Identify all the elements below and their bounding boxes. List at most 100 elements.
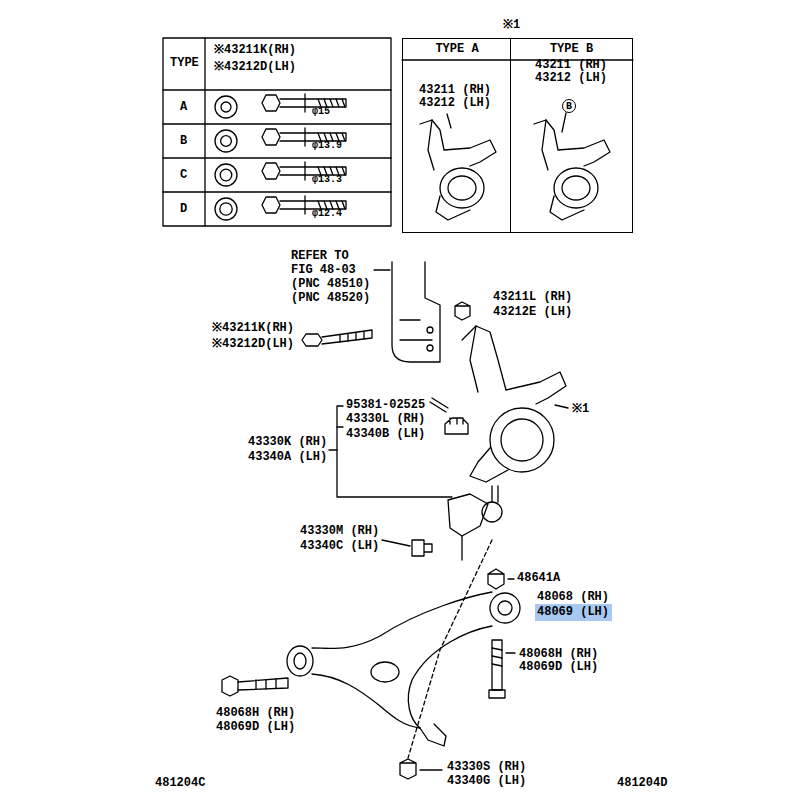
bolt-table-grid [163, 38, 391, 226]
table-icon-part [330, 99, 333, 107]
table-icon-part [221, 102, 231, 112]
node-heading: TYPE A [403, 43, 511, 56]
knuckle-type-a [420, 114, 496, 220]
table-icon-part [280, 99, 346, 107]
table-icon-part [262, 129, 280, 145]
leader-line [506, 652, 515, 653]
camber-bolt [302, 330, 372, 346]
cotter-pin [430, 398, 448, 412]
table-icon-part [324, 167, 327, 175]
part-label: φ13.9 [312, 140, 342, 151]
type-panel: TYPE A 43211 (RH) 43212 (LH) [403, 39, 511, 232]
table-icon-part [336, 201, 339, 209]
table-icon-part [318, 167, 321, 175]
table-icon-part [324, 99, 327, 107]
table-icon-part [304, 196, 305, 214]
part-label: 481204D [617, 777, 667, 790]
strut [374, 262, 440, 362]
table-icon-part [304, 94, 305, 112]
table-icon-part [324, 201, 327, 209]
table-icon-part [304, 128, 305, 146]
table-icon-part [336, 133, 339, 141]
nut [455, 302, 470, 320]
part-label: 43340C (LH) [300, 540, 379, 553]
bolt [222, 676, 288, 696]
part-label: φ15 [312, 106, 330, 117]
part-label: 48068H (RH) [519, 648, 598, 661]
bolt [489, 640, 505, 698]
part-label: FIG 48-03 [291, 264, 356, 277]
table-icon-part [220, 203, 232, 215]
table-icon-part [318, 133, 321, 141]
nut [488, 569, 514, 589]
axis-line [408, 540, 492, 758]
table-icon-part [342, 133, 345, 141]
part-label: 43330M (RH) [300, 525, 379, 538]
table-icon-part [342, 167, 345, 175]
table-icon-part [280, 133, 346, 141]
part-label: 43212E (LH) [493, 306, 572, 319]
lower-arm [287, 592, 520, 746]
node-heading: 48069 (LH) [537, 606, 609, 619]
bracket [329, 406, 452, 497]
part-label: TYPE [170, 57, 199, 70]
table-icon-part [215, 198, 237, 220]
part-label: 43211 (RH) 43212 (LH) [535, 59, 619, 85]
part-label: 43330L (RH) [346, 413, 425, 426]
part-label: ※43212D(LH) [212, 338, 294, 351]
node-heading: TYPE B [511, 43, 632, 56]
part-label: 95381-02525 [346, 399, 425, 412]
node-heading: ※1 [503, 19, 520, 32]
part-label: 481204C [155, 777, 205, 790]
part-label: ※1 [572, 403, 589, 416]
table-icon-part [221, 136, 232, 147]
table-icon-part [330, 167, 333, 175]
table-icon-part [324, 133, 327, 141]
castle-nut [445, 418, 468, 434]
table-icon-part [318, 201, 321, 209]
part-label: (PNC 48510) [291, 278, 370, 291]
table-icon-part [220, 169, 232, 181]
table-icon-part [342, 99, 345, 107]
part-label: 43330S (RH) [447, 761, 526, 774]
part-label: A [180, 101, 187, 114]
part-label: 43340B (LH) [346, 428, 425, 441]
part-label: 48068 (RH) [537, 591, 609, 604]
table-icon-part [280, 201, 346, 209]
bolt [382, 540, 432, 556]
part-label: D [180, 203, 187, 216]
part-label: ※43211K(RH) [212, 322, 294, 335]
part-label: 43330K (RH) [248, 436, 327, 449]
table-icon-part [215, 130, 237, 152]
table-icon-part [262, 197, 280, 213]
part-label: 43340G (LH) [447, 775, 526, 788]
part-label: 43211L (RH) [493, 291, 572, 304]
part-label: C [180, 169, 187, 182]
part-label: (PNC 48520) [291, 292, 370, 305]
type-panel: TYPE B 43211 (RH) 43212 (LH) B [511, 39, 632, 232]
part-label: 43211 (RH) 43212 (LH) [419, 84, 503, 110]
table-icon-part [336, 167, 339, 175]
part-label: 48069D (LH) [519, 661, 598, 674]
highlight-box: 48069 (LH) [535, 604, 612, 621]
knuckle-type-b [534, 113, 610, 220]
table-icon-part [330, 201, 333, 209]
part-label: φ12.4 [312, 208, 342, 219]
table-icon-part [304, 162, 305, 180]
part-label: 48069D (LH) [216, 721, 295, 734]
node-heading: B [563, 101, 575, 112]
part-label: 43340A (LH) [248, 451, 327, 464]
table-icon-part [262, 163, 280, 179]
part-label: 48068H (RH) [216, 707, 295, 720]
part-label: REFER TO [291, 250, 349, 263]
type-panel: ※1TYPE A43211 (RH) 43212 (LH)TYPE B43211… [402, 38, 633, 233]
callout-circle: B [562, 99, 576, 113]
table-icon-part [336, 99, 339, 107]
table-icon-part [280, 167, 346, 175]
part-label: ※43211K(RH) [214, 44, 296, 57]
leader-line [420, 769, 442, 770]
table-icon-part [215, 96, 237, 118]
table-icon-part [330, 133, 333, 141]
table-icon-part [215, 164, 237, 186]
